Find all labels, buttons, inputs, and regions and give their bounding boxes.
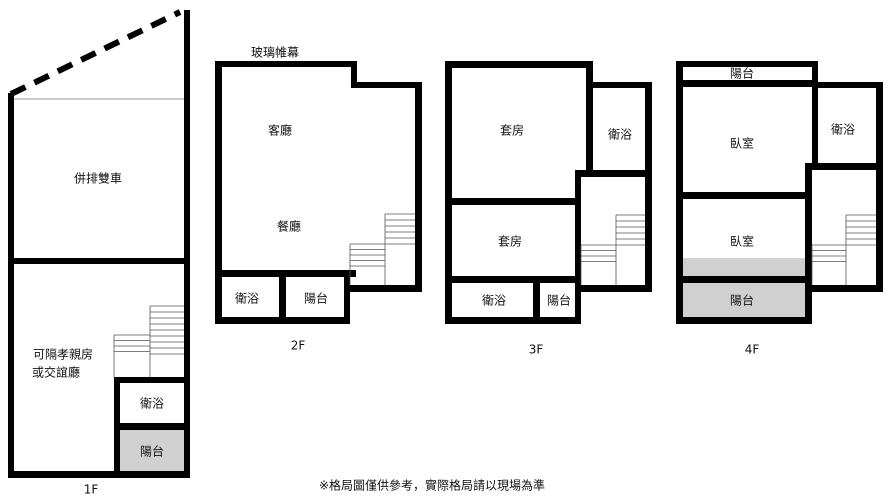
room-label-balcony: 陽台 [304,291,328,306]
floor-label-2f: 2F [291,339,306,353]
wall [586,82,652,88]
footnote: ※格局圖僅供參考，實際格局請以現場為準 [319,478,545,493]
wall [445,61,593,68]
floor-label-3f: 3F [529,343,544,357]
room-label-bath: 衛浴 [140,397,164,411]
room-label-suite-1: 套房 [500,123,524,138]
floor-2f: 玻璃帷幕 客廳 餐廳 衛浴 陽台 2F [215,45,422,353]
wall [344,270,350,324]
wall [451,198,575,205]
wall [445,276,581,283]
wall [351,61,357,87]
wall [8,471,190,478]
wall [575,170,652,177]
wall [586,61,593,176]
wall [114,377,120,473]
room-label-bath-bottom: 衛浴 [482,294,506,308]
wall [676,276,812,283]
wall [682,192,805,199]
label-glass-curtain-wall: 玻璃帷幕 [251,45,299,60]
room-label-dining: 餐廳 [277,219,301,234]
room-label-flex-room: 可隔孝親房 [33,347,93,362]
floor-label-1f: 1F [84,483,99,497]
room-label-garage: 併排雙車 [74,172,122,186]
staircase [580,214,645,285]
wall [876,82,883,292]
staircase [113,305,184,377]
floor-label-4f: 4F [745,343,760,357]
wall [279,270,286,324]
wall [805,163,812,324]
floor-4f: 陽台 臥室 衛浴 臥室 陽台 4F [676,61,883,357]
room-label-balcony: 陽台 [547,293,571,308]
wall [120,423,184,430]
wall [445,61,452,324]
wall [445,317,581,324]
wall [812,61,818,170]
balcony-fill [682,258,805,276]
wall [351,82,422,88]
wall [8,93,14,478]
room-label-balcony-top: 陽台 [730,66,754,81]
room-label-living: 客廳 [268,123,292,138]
open-boundary-dashed [9,9,182,97]
wall [533,276,540,324]
wall [645,82,652,292]
room-label-balcony: 陽台 [140,444,164,459]
wall [812,82,883,88]
wall [415,82,422,292]
wall [114,377,184,383]
balcony-fill [120,430,184,471]
balcony-fill [682,283,805,317]
room-label-bath-top: 衛浴 [608,128,632,142]
wall [349,285,422,292]
room-label-bath: 衛浴 [831,123,855,137]
room-label-bedroom-1: 臥室 [730,136,754,151]
staircase [811,214,876,285]
room-label-bedroom-2: 臥室 [730,234,754,249]
floor-3f: 套房 衛浴 套房 衛浴 陽台 3F [445,61,652,357]
wall [575,170,581,324]
wall [676,80,818,87]
wall [805,163,883,170]
room-label-flex-room-line2: 或交誼廳 [32,365,80,380]
room-label-balcony-bottom: 陽台 [730,293,754,308]
room-label-suite-2: 套房 [498,234,522,249]
wall [184,10,190,478]
wall [215,61,357,67]
wall [676,61,818,67]
wall [676,317,812,324]
floor-1f: 併排雙車 可隔孝親房 或交誼廳 衛浴 陽台 1F [8,9,190,497]
wall [14,258,184,264]
wall [575,285,652,292]
wall [215,61,222,324]
room-label-bath: 衛浴 [235,292,259,306]
wall [805,285,883,292]
staircase [349,213,415,285]
wall [676,61,683,324]
